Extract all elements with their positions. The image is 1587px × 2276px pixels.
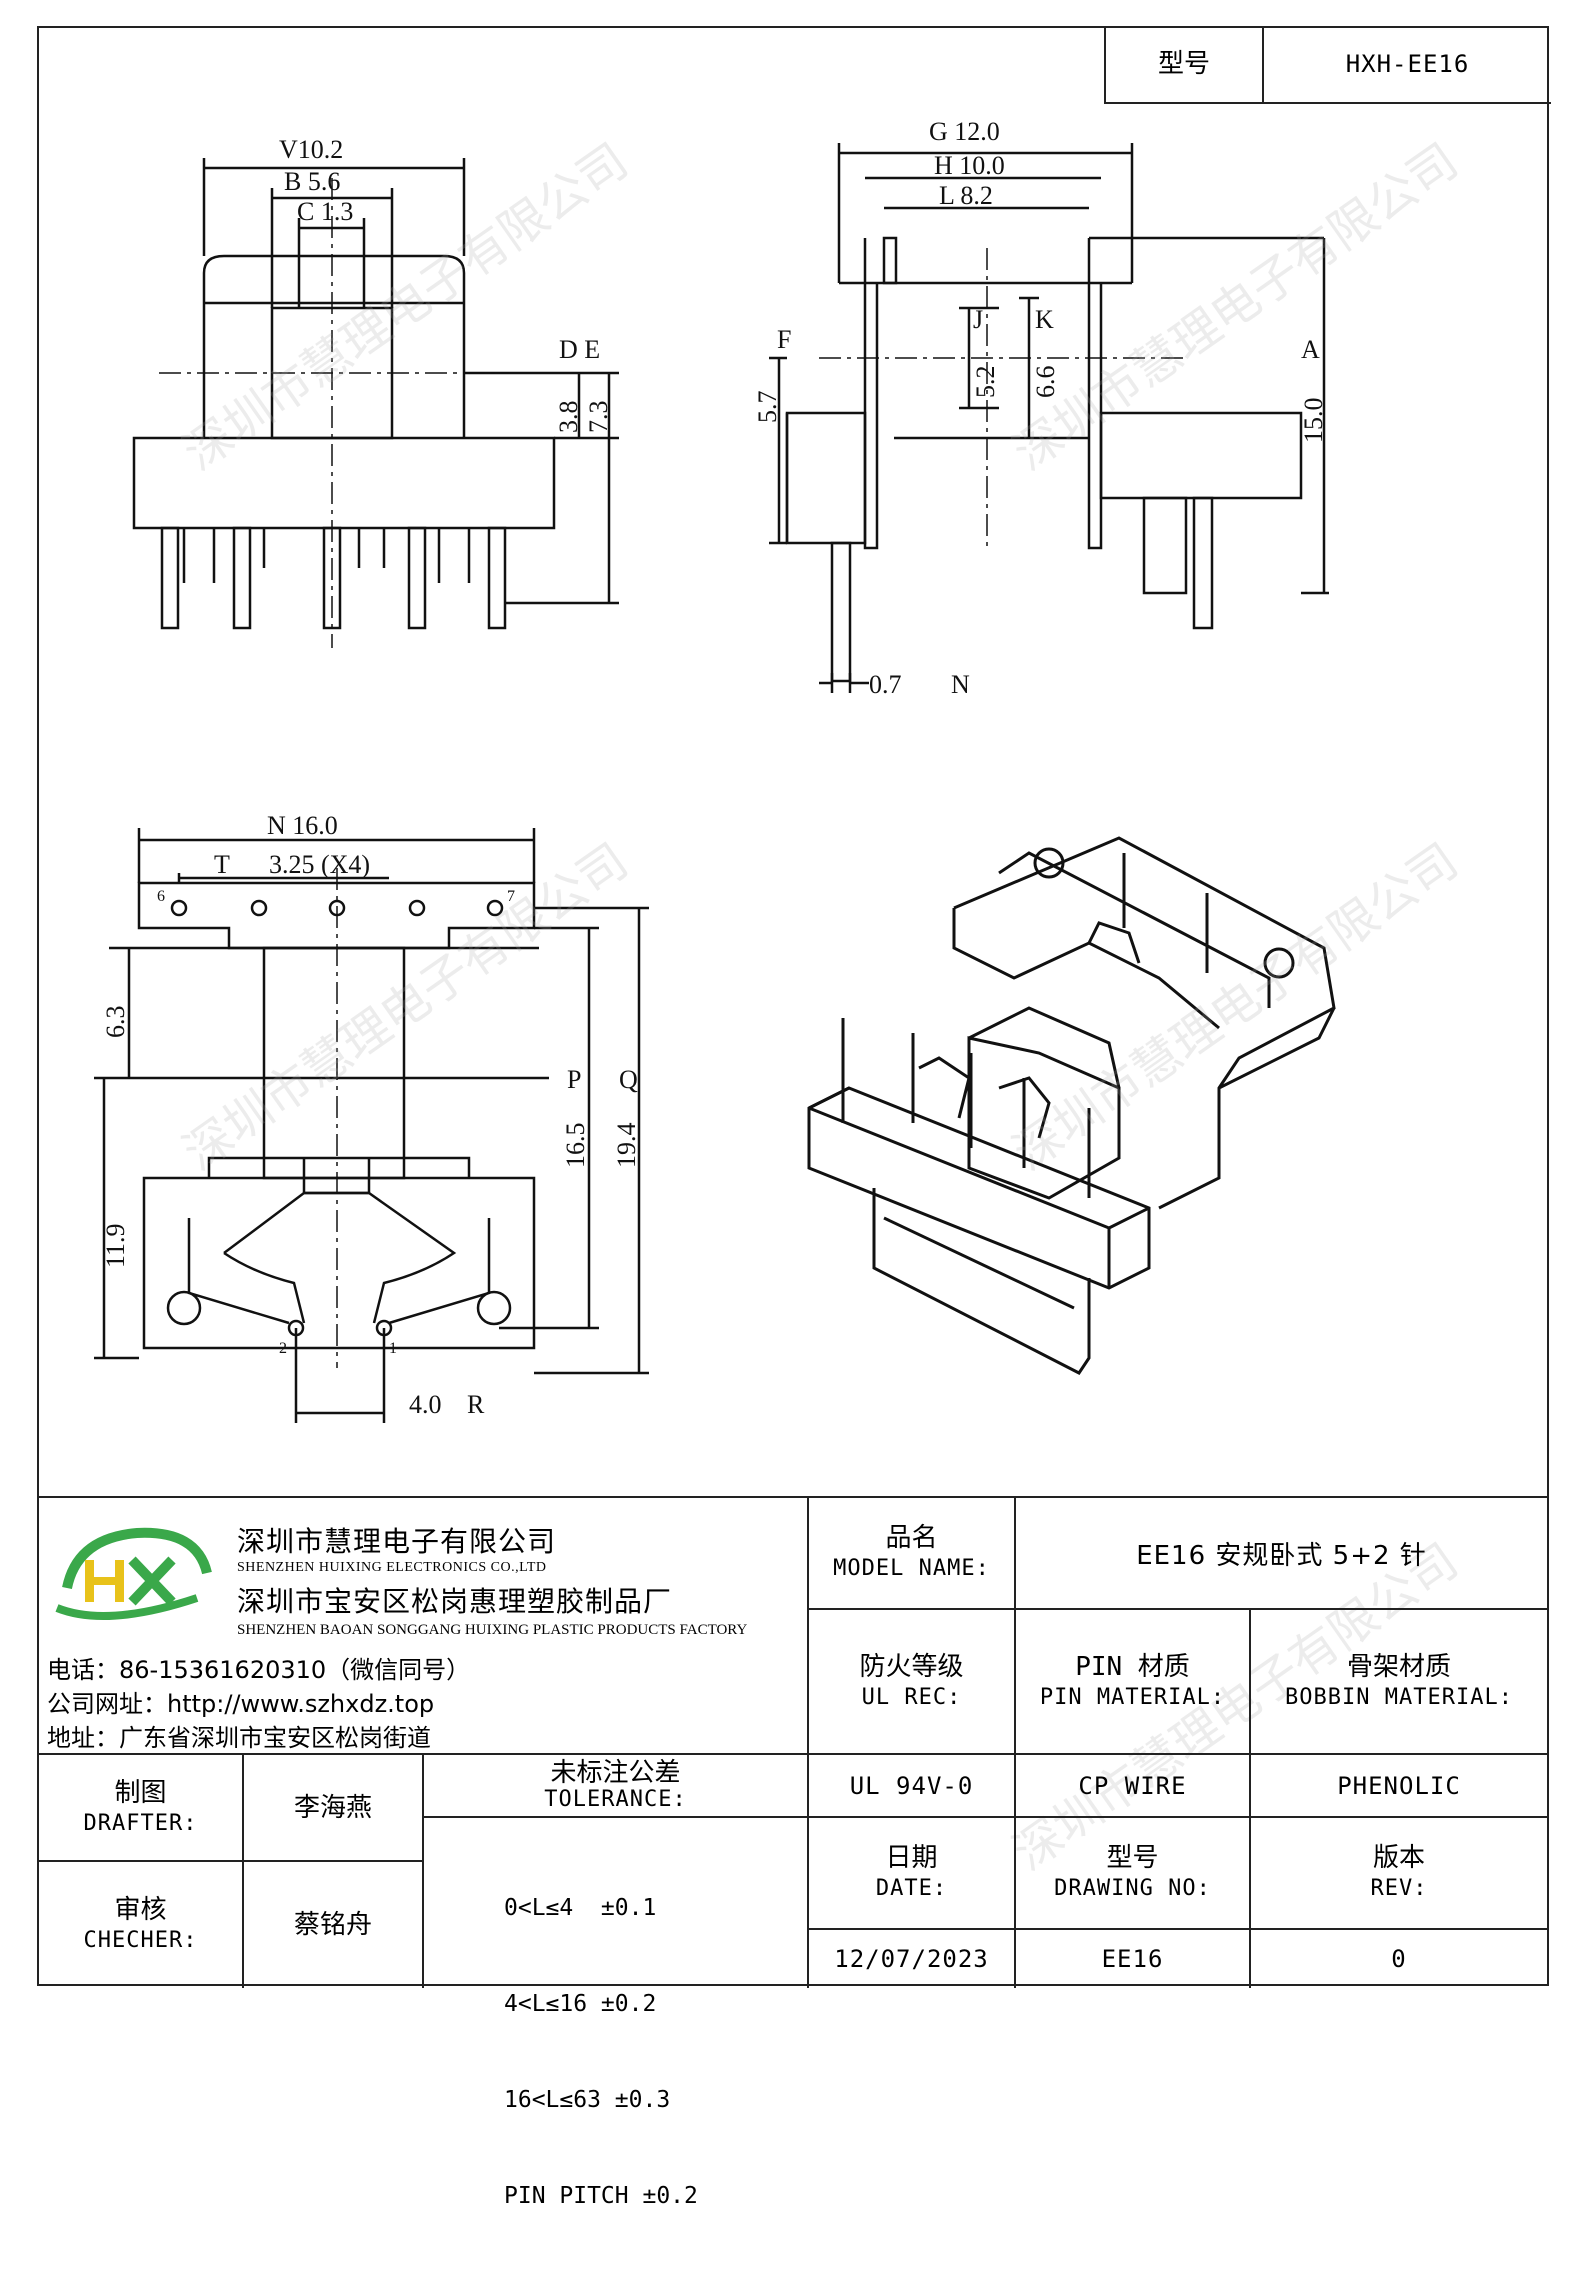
ul-label: 防火等级 UL REC: (809, 1610, 1014, 1753)
pin-label-7: 7 (507, 888, 515, 905)
date-cn: 日期 (885, 1843, 938, 1873)
pin-material-label: PIN 材质 PIN MATERIAL: (1016, 1610, 1249, 1753)
pin-label-1: 1 (389, 1340, 397, 1357)
pin-label-2: 2 (279, 1340, 287, 1357)
bottom-dim-p-label: P (567, 1065, 581, 1094)
tolerance-list: 0<L≤4 ±0.1 4<L≤16 ±0.2 16<L≤63 ±0.3 PIN … (504, 1828, 698, 2276)
model-name-en: MODEL NAME: (833, 1556, 990, 1581)
drafter-label: 制图 DRAFTER: (39, 1755, 242, 1860)
bottom-dim-16-5: 16.5 (561, 1123, 590, 1169)
rev-en: REV: (1370, 1876, 1428, 1901)
bottom-dim-4-0: 4.0 (409, 1390, 442, 1419)
front-view (132, 158, 619, 630)
side-dim-l: L 8.2 (939, 181, 993, 210)
front-dim-d: 3.8 (554, 401, 583, 434)
side-dim-a-label: A (1301, 335, 1320, 364)
bottom-dim-q-label: Q (619, 1065, 638, 1094)
rev-value: 0 (1391, 1945, 1407, 1973)
company-panel: 深圳市慧理电子有限公司 SHENZHEN HUIXING ELECTRONICS… (39, 1498, 807, 1753)
factory-name-cn: 深圳市宝安区松岗惠理塑胶制品厂 (237, 1585, 673, 1618)
bottom-dim-n: N 16.0 (267, 811, 338, 840)
tolerance-cn: 未标注公差 (550, 1757, 681, 1788)
isometric-view (807, 836, 1336, 1375)
ul-en: UL REC: (861, 1684, 962, 1710)
front-centerlines (159, 178, 509, 648)
tolerance-row: PIN PITCH ±0.2 (504, 2183, 698, 2209)
drawing-no-label: 型号 DRAWING NO: (1016, 1818, 1249, 1928)
company-name-cn: 深圳市慧理电子有限公司 (237, 1525, 557, 1558)
technical-drawing: V10.2 B 5.6 C 1.3 D E 3.8 7.3 G 12.0 H 1… (94, 117, 1336, 1423)
checker-value: 蔡铭舟 (293, 1910, 372, 1940)
bobbin-material-label: 骨架材质 BOBBIN MATERIAL: (1251, 1610, 1547, 1753)
company-address: 地址：广东省深圳市宝安区松岗街道 (47, 1724, 431, 1752)
tolerance-en: TOLERANCE: (544, 1786, 687, 1812)
side-dim-k-label: K (1035, 305, 1054, 334)
pin-material-value: CP WIRE (1078, 1771, 1187, 1800)
bobbin-cn: 骨架材质 (1346, 1651, 1451, 1682)
side-dim-j: 5.2 (971, 366, 1000, 399)
factory-name-en: SHENZHEN BAOAN SONGGANG HUIXING PLASTIC … (237, 1622, 748, 1638)
side-dim-pin-label: N (951, 670, 970, 699)
drafter-en: DRAFTER: (83, 1810, 198, 1836)
checker-en: CHECHER: (83, 1928, 198, 1953)
ul-value: UL 94V-0 (849, 1771, 974, 1800)
front-dim-e: 7.3 (584, 401, 613, 434)
header-model-value: HXH-EE16 (1345, 50, 1470, 78)
checker-label: 审核 CHECHER: (39, 1862, 242, 1988)
tolerance-row: 0<L≤4 ±0.1 (504, 1895, 657, 1921)
bottom-view (94, 828, 649, 1423)
ul-cn: 防火等级 (859, 1651, 964, 1682)
pin-en: PIN MATERIAL: (1039, 1684, 1226, 1710)
bottom-dim-6-3: 6.3 (101, 1006, 130, 1039)
rev-label: 版本 REV: (1251, 1818, 1547, 1928)
drawing-cn: 型号 (1106, 1843, 1159, 1873)
rev-cn: 版本 (1372, 1843, 1425, 1873)
company-website: 公司网址：http://www.szhxdz.top (47, 1690, 435, 1718)
bottom-dim-19-4: 19.4 (612, 1123, 641, 1169)
bottom-dim-11-9: 11.9 (101, 1223, 130, 1268)
front-dim-v: V10.2 (279, 135, 343, 164)
side-dim-a: 15.0 (1299, 398, 1328, 444)
date-en: DATE: (875, 1876, 948, 1901)
checker-cn: 审核 (114, 1895, 167, 1925)
front-dim-b: B 5.6 (284, 167, 340, 196)
model-name-cn: 品名 (885, 1523, 938, 1553)
bottom-dim-pitch: 3.25 (X4) (269, 850, 370, 879)
side-dim-f-label: F (777, 325, 791, 354)
pin-cn: PIN 材质 (1075, 1651, 1190, 1682)
side-dim-pin: 0.7 (869, 670, 902, 699)
date-value: 12/07/2023 (834, 1945, 989, 1973)
header-model-box: 型号 HXH-EE16 (1104, 26, 1551, 104)
side-dim-k: 6.6 (1031, 366, 1060, 399)
side-dim-h: H 10.0 (934, 151, 1005, 180)
side-centerlines (819, 248, 1189, 548)
bobbin-en: BOBBIN MATERIAL: (1285, 1684, 1513, 1710)
front-dim-c: C 1.3 (297, 197, 353, 226)
tolerance-row: 16<L≤63 ±0.3 (504, 2087, 671, 2113)
side-dim-f: 5.7 (753, 391, 782, 424)
model-name-label: 品名 MODEL NAME: (809, 1498, 1014, 1608)
side-dim-g: G 12.0 (929, 117, 1000, 146)
company-logo (55, 1527, 212, 1620)
company-name-en: SHENZHEN HUIXING ELECTRONICS CO.,LTD (237, 1560, 547, 1575)
header-model-label: 型号 (1106, 26, 1264, 102)
model-name-value: EE16 安规卧式 5+2 针 (1136, 1540, 1427, 1571)
bottom-dim-t-label: T (214, 850, 230, 879)
drafter-value: 李海燕 (293, 1792, 372, 1823)
side-view (769, 143, 1329, 693)
company-phone: 电话：86-15361620310（微信同号） (47, 1656, 471, 1684)
side-dim-j-label: J (973, 305, 983, 334)
bottom-dim-r-label: R (467, 1390, 485, 1419)
title-block: 深圳市慧理电子有限公司 SHENZHEN HUIXING ELECTRONICS… (39, 1496, 1547, 2209)
tolerance-label: 未标注公差 TOLERANCE: (424, 1755, 807, 1816)
drafter-cn: 制图 (114, 1777, 167, 1808)
drawing-sheet: 型号 HXH-EE16 (37, 26, 1551, 2209)
front-dim-label: D E (559, 335, 600, 364)
tolerance-row: 4<L≤16 ±0.2 (504, 1991, 657, 2017)
bobbin-material-value: PHENOLIC (1337, 1771, 1461, 1800)
pin-label-6: 6 (157, 888, 165, 905)
drawing-no-value: EE16 (1101, 1945, 1164, 1973)
drawing-en: DRAWING NO: (1054, 1876, 1211, 1901)
date-label: 日期 DATE: (809, 1818, 1014, 1928)
